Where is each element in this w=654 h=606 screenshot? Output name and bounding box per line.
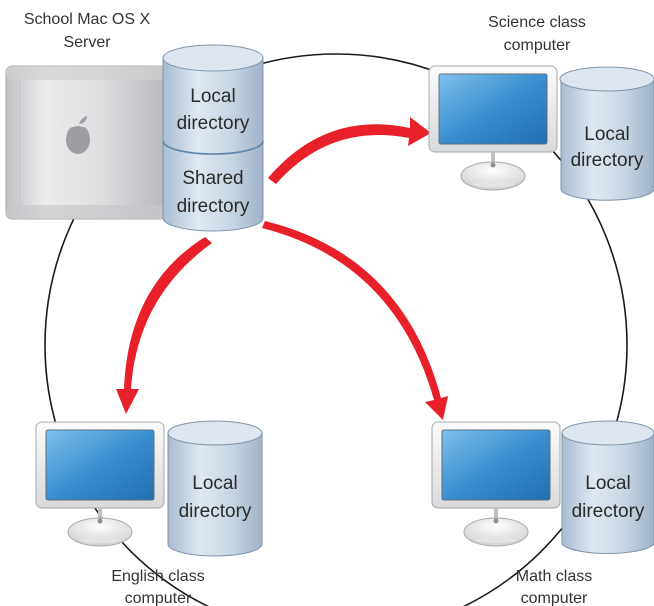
network-ring	[44, 53, 628, 606]
server-caption-line1: School Mac OS X	[24, 11, 151, 28]
english-db-label-line2: directory	[179, 501, 252, 522]
english-caption-line1: English class	[111, 568, 204, 585]
imac-icon	[428, 65, 558, 191]
server-shared-label-line1: Shared	[182, 168, 243, 189]
science-db-label-line1: Local	[584, 124, 629, 145]
arrow-to-math	[262, 221, 448, 420]
arrow-to-english	[116, 237, 212, 414]
apple-logo-icon	[66, 116, 90, 154]
replication-arrows	[116, 117, 448, 420]
math-computer: Local directory Math class computer	[431, 420, 654, 606]
server: School Mac OS X Server Local directory	[5, 11, 264, 232]
math-caption-line1: Math class	[516, 568, 592, 585]
science-local-database	[559, 66, 654, 201]
server-tower-icon	[5, 65, 167, 220]
science-computer: Science class computer Local directory	[428, 14, 654, 201]
english-db-label-line1: Local	[192, 473, 237, 494]
math-db-label-line1: Local	[585, 473, 630, 494]
science-caption-line1: Science class	[488, 14, 586, 31]
arrow-to-science	[268, 117, 431, 184]
english-caption-line2: computer	[125, 590, 192, 606]
english-local-database	[167, 420, 263, 557]
server-caption-line2: Server	[63, 34, 111, 51]
math-caption-line2: computer	[521, 590, 588, 606]
imac-icon	[35, 421, 165, 547]
server-local-label-line1: Local	[190, 86, 235, 107]
math-db-label-line2: directory	[572, 501, 645, 522]
server-directory-database	[162, 44, 264, 232]
imac-icon	[431, 421, 561, 547]
server-shared-label-line2: directory	[177, 196, 250, 217]
science-db-label-line2: directory	[571, 150, 644, 171]
english-computer: Local directory English class computer	[35, 420, 263, 606]
science-caption-line2: computer	[504, 37, 571, 54]
server-local-label-line2: directory	[177, 113, 250, 134]
math-local-database	[561, 420, 654, 555]
